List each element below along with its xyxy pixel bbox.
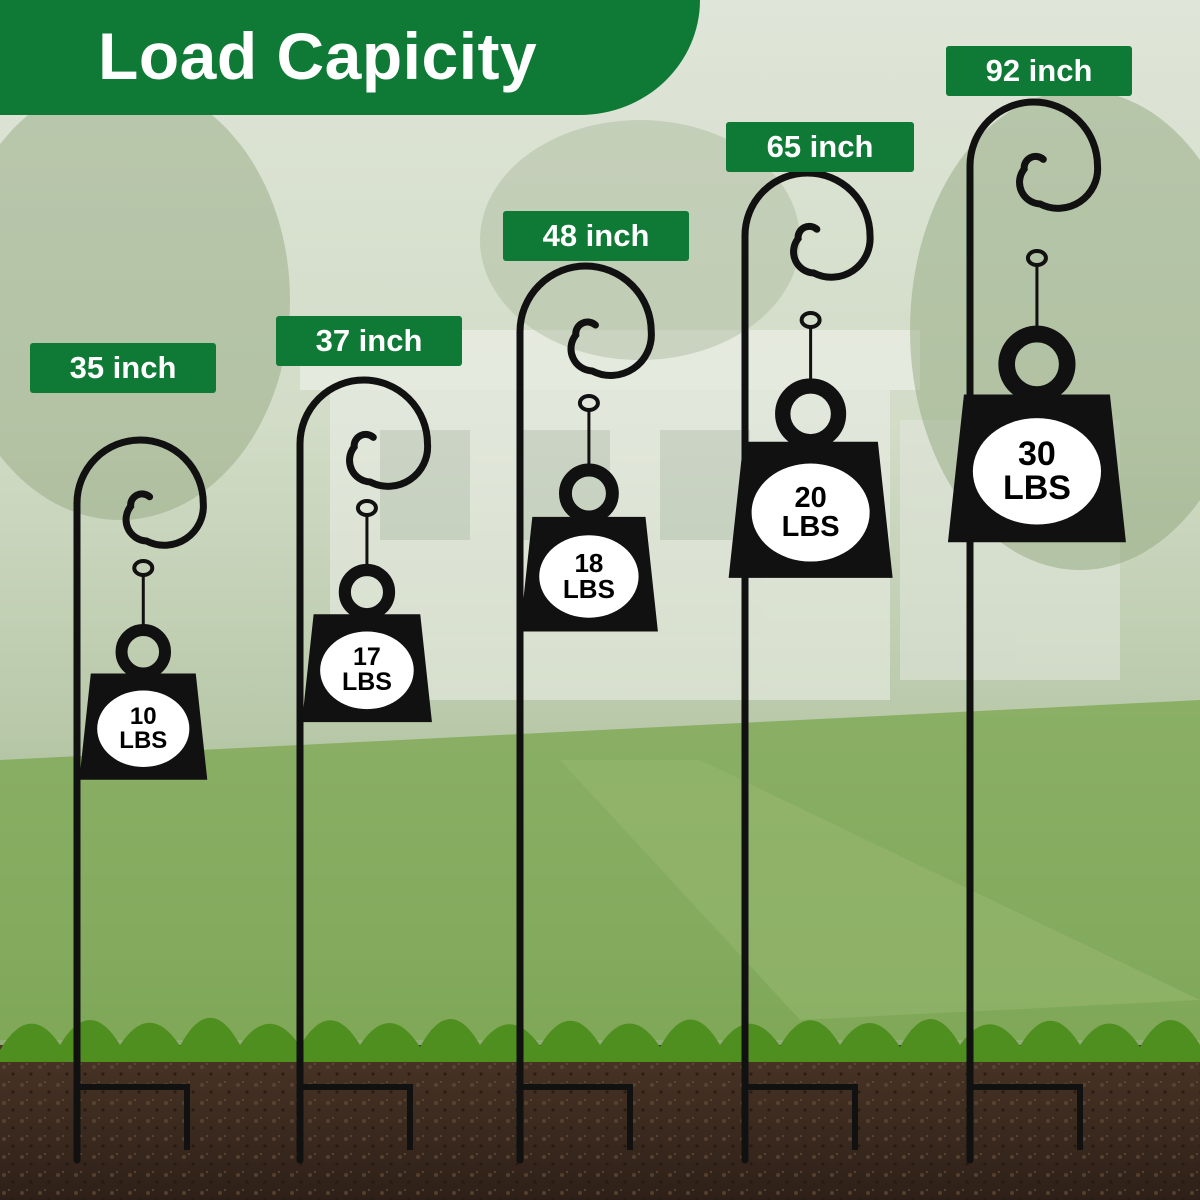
weight-label-oval <box>539 535 639 618</box>
weight-value: 18 <box>574 548 604 579</box>
hook-stake-foot <box>520 1084 633 1150</box>
weight-value: 10 <box>129 702 157 730</box>
hook-stake-foot <box>970 1084 1083 1150</box>
hook-1 <box>73 436 208 1164</box>
height-tag: 65 inch <box>726 122 914 172</box>
height-tag: 48 inch <box>503 211 689 261</box>
hook-rod <box>73 436 207 1164</box>
hanging-ring <box>132 559 155 577</box>
shepherd-hooks <box>73 98 1126 1164</box>
hook-rod <box>296 376 432 1164</box>
hook-rod <box>741 169 874 1164</box>
hook-stake-foot <box>745 1084 858 1150</box>
weight-unit: LBS <box>1002 469 1071 508</box>
hook-rod <box>966 98 1102 1164</box>
weight-unit: LBS <box>341 668 392 697</box>
weight-value: 30 <box>1018 435 1056 474</box>
weight-value: 20 <box>794 481 827 514</box>
weight-label-oval <box>97 690 190 768</box>
weight-unit: LBS <box>781 510 840 543</box>
hook-2 <box>296 376 432 1164</box>
weight-label-oval <box>320 631 414 710</box>
height-tag: 92 inch <box>946 46 1132 96</box>
weight-unit: LBS <box>562 574 615 605</box>
hanging-ring <box>799 311 822 329</box>
weight-label-oval <box>751 463 870 562</box>
weight-value: 17 <box>353 643 381 672</box>
hook-stake-foot <box>300 1084 413 1150</box>
weight-label-oval <box>972 418 1102 525</box>
page-title: Load Capicity <box>98 19 538 93</box>
hook-3 <box>516 262 658 1164</box>
hook-rod <box>516 262 655 1164</box>
hook-5 <box>947 98 1126 1164</box>
title-banner: Load Capicity <box>0 0 700 115</box>
height-tag: 35 inch <box>30 343 216 393</box>
hook-stake-foot <box>77 1084 190 1150</box>
weight-unit: LBS <box>119 726 168 754</box>
weight-handle <box>115 624 172 680</box>
hook-4 <box>728 169 893 1164</box>
height-tag: 37 inch <box>276 316 462 366</box>
